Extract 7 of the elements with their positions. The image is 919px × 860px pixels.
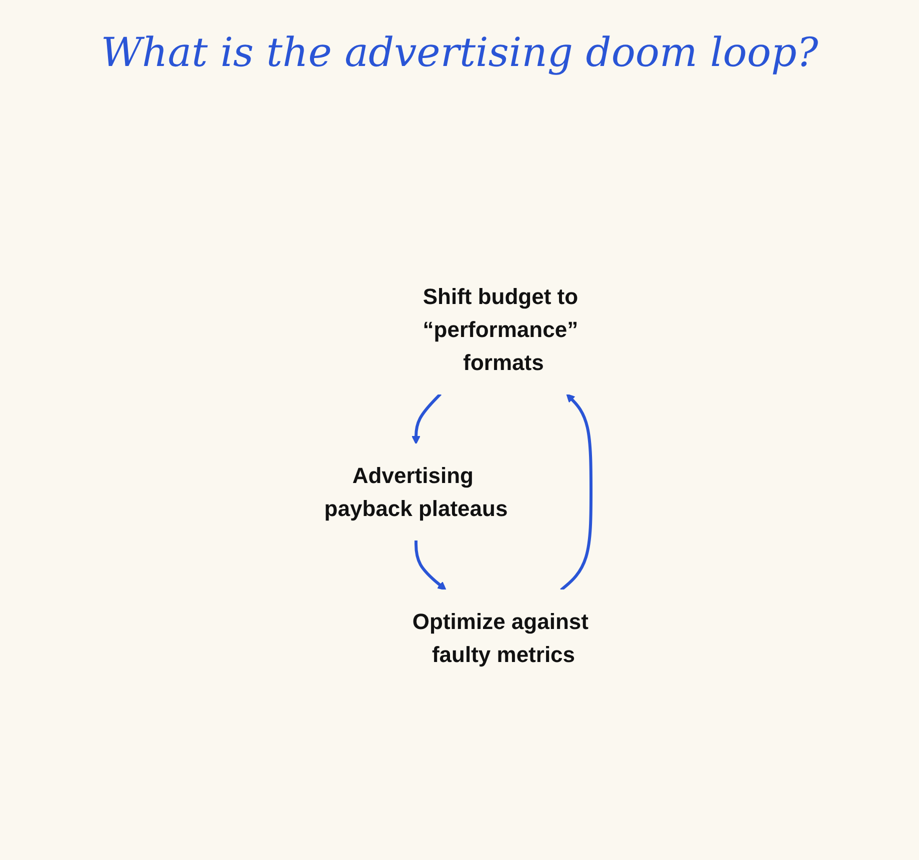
node-text: Optimize against faulty metrics bbox=[412, 608, 588, 666]
arrow bbox=[414, 540, 446, 590]
node-text: Shift budget to “performance” formats bbox=[422, 284, 578, 374]
node-text: Advertising payback plateaus bbox=[324, 462, 508, 520]
arrow bbox=[560, 393, 592, 591]
diagram-title: What is the advertising doom loop? bbox=[100, 30, 820, 76]
arrow bbox=[411, 392, 442, 444]
